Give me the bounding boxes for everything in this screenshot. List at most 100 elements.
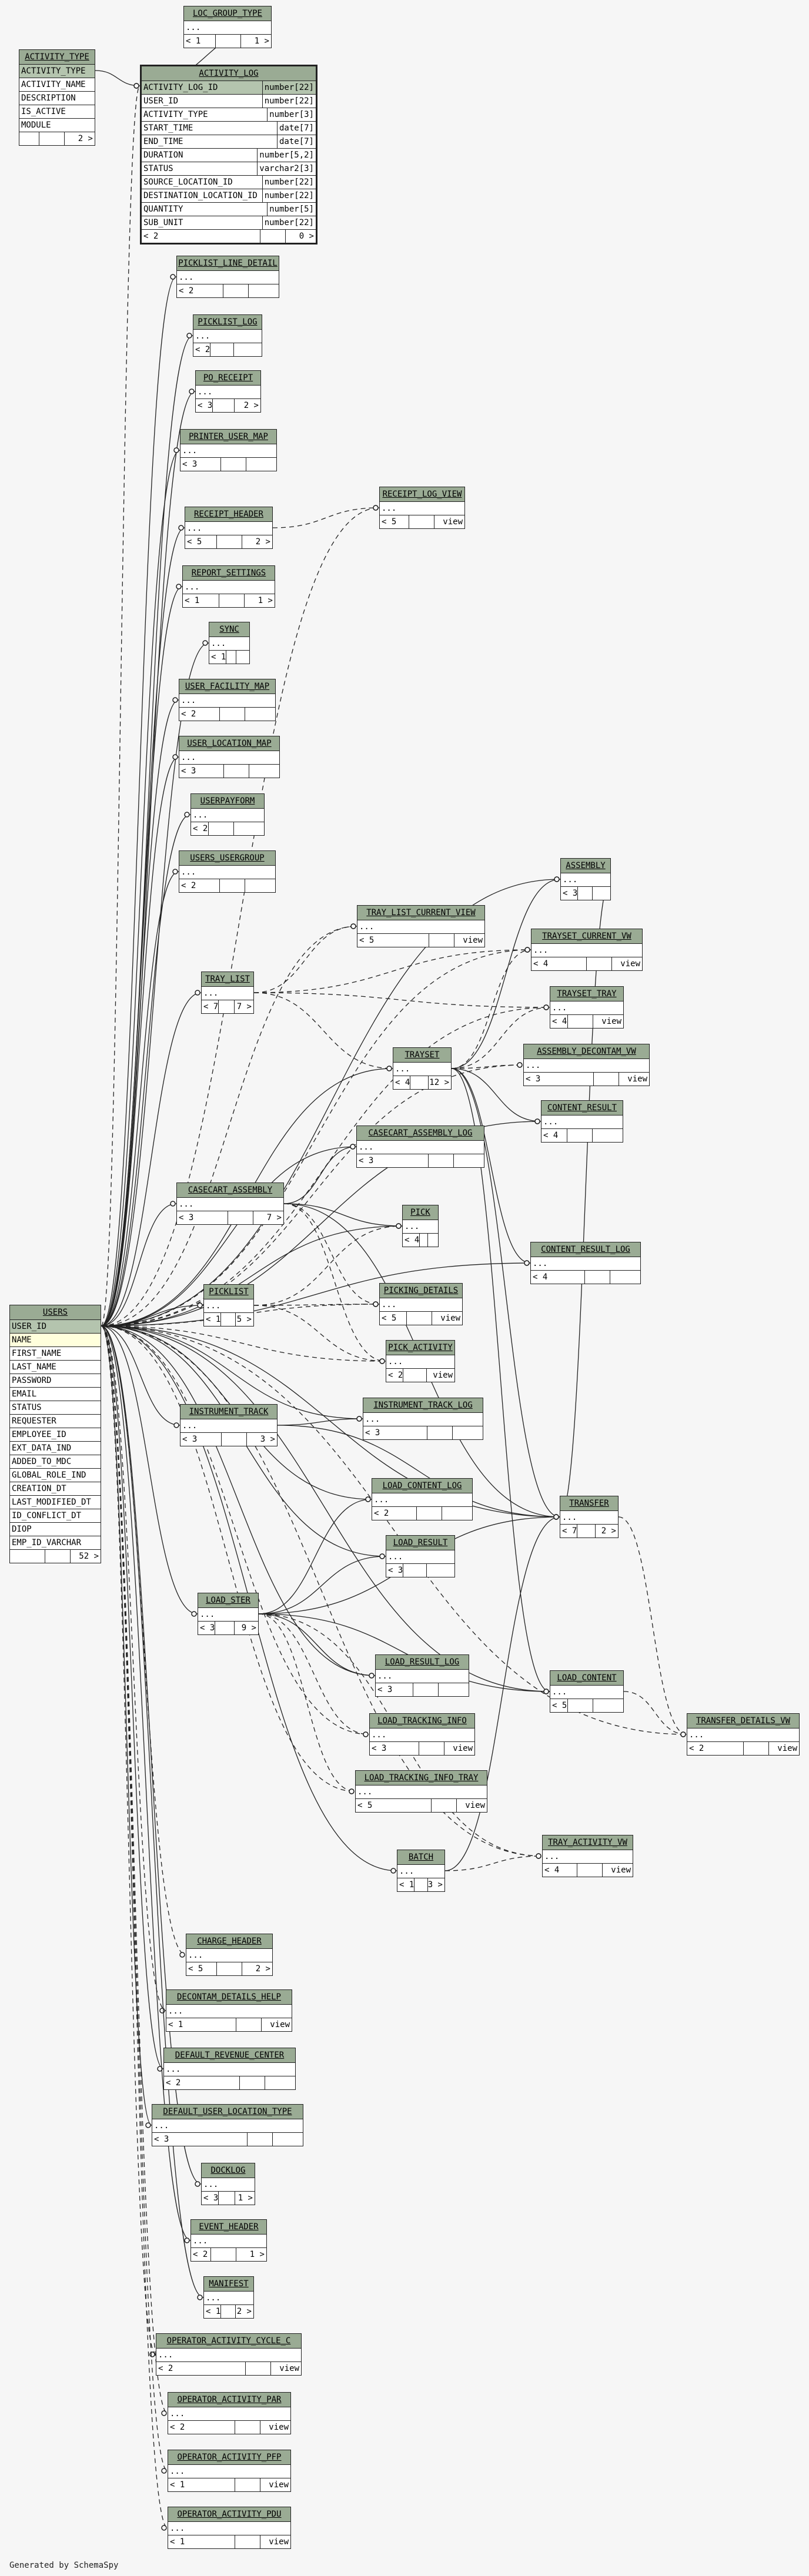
table-title-text[interactable]: CASECART_ASSEMBLY (188, 1185, 273, 1195)
table-title[interactable]: CASECART_ASSEMBLY_LOG (357, 1126, 484, 1141)
column-row[interactable]: ... (356, 1786, 487, 1799)
column-row[interactable]: ... (156, 2349, 301, 2362)
table-title-text[interactable]: LOAD_RESULT (393, 1538, 448, 1547)
parents-count[interactable]: < 3 (365, 1428, 380, 1438)
table-title-text[interactable]: OPERATOR_ACTIVITY_PFP (177, 2453, 282, 2462)
children-count[interactable]: view (454, 934, 484, 947)
parents-count[interactable]: < 5 (188, 1964, 203, 1974)
table-title-text[interactable]: CASECART_ASSEMBLY_LOG (368, 1128, 473, 1138)
table-title-text[interactable]: PICK (410, 1208, 430, 1217)
children-count[interactable] (248, 284, 279, 297)
column-row[interactable]: EMP_ID_VARCHAR (10, 1536, 101, 1550)
table-title-text[interactable]: TRAY_LIST (205, 974, 250, 984)
column-row[interactable]: ... (386, 1550, 454, 1564)
children-count[interactable] (233, 822, 264, 835)
children-count[interactable] (246, 458, 276, 471)
column-row[interactable]: EXT_DATA_IND (10, 1442, 101, 1455)
parents-count[interactable]: < 1 (206, 2307, 221, 2316)
table-title-text[interactable]: DEFAULT_USER_LOCATION_TYPE (163, 2107, 292, 2116)
children-count[interactable] (245, 708, 275, 721)
column-row[interactable]: ... (180, 444, 276, 458)
column-row[interactable]: ACTIVITY_NAME (19, 78, 95, 92)
table-title[interactable]: USER_LOCATION_MAP (179, 736, 279, 751)
children-count[interactable] (265, 2076, 295, 2089)
table-title-text[interactable]: TRANSFER_DETAILS_VW (696, 1716, 791, 1726)
table-title[interactable]: TRAYSET_TRAY (550, 987, 623, 1001)
parents-count[interactable]: < 1 (211, 652, 226, 662)
column-row[interactable]: ... (186, 1949, 272, 1962)
parents-count[interactable]: < 5 (382, 517, 397, 527)
parents-count[interactable]: < 1 (185, 596, 200, 605)
children-count[interactable]: view (768, 1742, 799, 1755)
table-title[interactable]: LOAD_TRACKING_INFO_TRAY (356, 1771, 487, 1786)
column-row[interactable]: ... (196, 386, 260, 399)
children-count[interactable]: 52 > (70, 1550, 101, 1563)
parents-count[interactable]: < 3 (198, 401, 213, 410)
table-title-text[interactable]: INSTRUMENT_TRACK_LOG (373, 1401, 473, 1410)
table-title[interactable]: EVENT_HEADER (191, 2220, 266, 2235)
table-title[interactable]: BATCH (397, 1850, 444, 1865)
table-sync[interactable]: SYNC...< 1 (209, 622, 250, 664)
table-title-text[interactable]: ACTIVITY_TYPE (25, 52, 89, 62)
children-count[interactable]: view (260, 2535, 290, 2548)
column-row[interactable]: ... (372, 1493, 472, 1507)
table-title[interactable]: CONTENT_RESULT (541, 1101, 623, 1116)
column-row[interactable]: STATUS (10, 1401, 101, 1415)
parents-count[interactable]: < 3 (181, 766, 196, 776)
parents-count[interactable]: < 4 (533, 959, 549, 969)
parents-count[interactable]: < 2 (179, 286, 194, 296)
table-title-text[interactable]: TRAYSET (404, 1050, 440, 1060)
parents-count[interactable]: < 5 (359, 936, 375, 945)
column-row[interactable]: ... (543, 1850, 633, 1864)
table-title[interactable]: CASECART_ASSEMBLY (177, 1183, 283, 1198)
parents-count[interactable]: < 2 (193, 2250, 208, 2259)
table-title-text[interactable]: TRAYSET_TRAY (557, 989, 617, 999)
table-title[interactable]: MANIFEST (204, 2277, 253, 2292)
parents-count[interactable]: < 1 (170, 2537, 185, 2547)
table-title-text[interactable]: OPERATOR_ACTIVITY_CYCLE_C (166, 2336, 291, 2346)
parents-count[interactable]: < 4 (533, 1272, 548, 1282)
children-count[interactable]: view (434, 515, 464, 528)
parents-count[interactable]: < 3 (179, 1213, 194, 1222)
parents-count[interactable]: < 2 (374, 1509, 389, 1518)
children-count[interactable]: 2 > (242, 1962, 272, 1975)
parents-count[interactable]: < 3 (563, 889, 578, 898)
table-title[interactable]: ACTIVITY_LOG (142, 66, 316, 81)
table-title[interactable]: TRANSFER (560, 1496, 618, 1511)
parents-count[interactable]: < 2 (143, 232, 159, 241)
children-count[interactable]: 7 > (233, 1000, 253, 1013)
parents-count[interactable]: < 4 (543, 1131, 559, 1140)
column-row[interactable]: ... (179, 694, 275, 708)
table-title[interactable]: TRAY_LIST (202, 972, 253, 987)
parents-count[interactable]: < 3 (359, 1156, 374, 1165)
table-title[interactable]: ACTIVITY_TYPE (19, 50, 95, 65)
parents-count[interactable]: < 7 (562, 1526, 577, 1536)
table-title[interactable]: TRANSFER_DETAILS_VW (687, 1714, 799, 1729)
table-content-result-log[interactable]: CONTENT_RESULT_LOG...< 4 (530, 1242, 641, 1284)
parents-count[interactable]: < 5 (552, 1701, 567, 1710)
column-row[interactable]: ... (191, 2235, 266, 2248)
parents-count[interactable]: < 1 (186, 36, 201, 46)
column-row[interactable]: ... (380, 502, 464, 515)
column-row[interactable]: ADDED_TO_MDC (10, 1455, 101, 1469)
column-row[interactable]: ... (204, 1299, 253, 1313)
parents-count[interactable]: < 2 (181, 881, 196, 890)
